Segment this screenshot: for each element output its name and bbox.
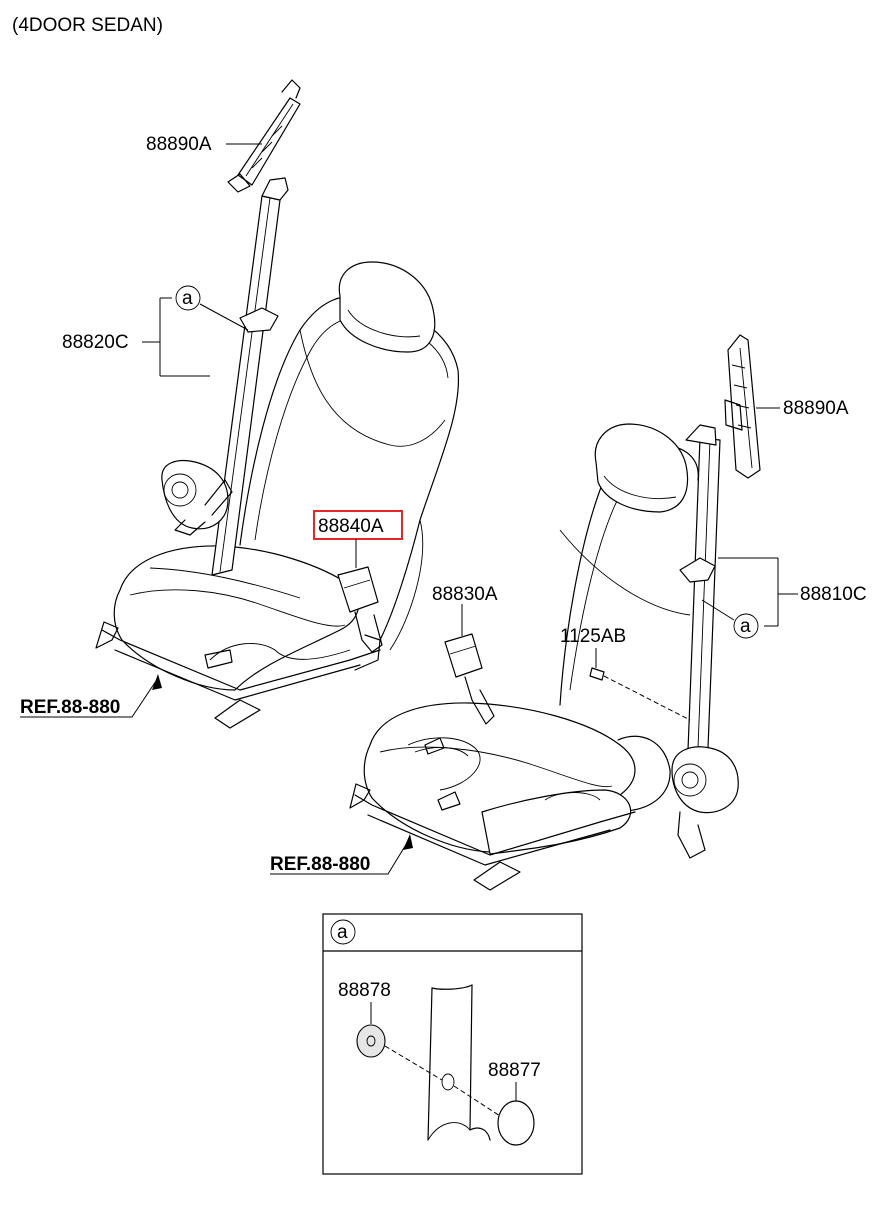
label-88890a-left: 88890A xyxy=(146,134,212,155)
variant-title: (4DOOR SEDAN) xyxy=(12,15,163,36)
callout-a-left xyxy=(175,285,201,311)
label-88877: 88877 xyxy=(488,1060,541,1081)
label-88810c: 88810C xyxy=(800,584,867,605)
label-88840a: 88840A xyxy=(318,516,384,537)
callout-a-left-text: a xyxy=(182,288,193,309)
detail-box-marker: a xyxy=(337,922,348,943)
label-88830a: 88830A xyxy=(432,584,498,605)
ref-label-left: REF.88-880 xyxy=(20,697,120,718)
detail-box-a: a 88878 88877 xyxy=(322,913,583,1175)
callout-a-right xyxy=(733,613,759,639)
right-seat xyxy=(349,334,761,891)
label-88878: 88878 xyxy=(338,980,391,1001)
label-88890a-right: 88890A xyxy=(783,398,849,419)
label-1125ab: 1125AB xyxy=(560,626,626,647)
callout-a-right-text: a xyxy=(740,616,751,637)
highlight-box-88840a xyxy=(313,510,403,540)
label-88820c: 88820C xyxy=(62,332,129,353)
left-seat xyxy=(95,79,460,729)
ref-label-right: REF.88-880 xyxy=(270,854,370,875)
